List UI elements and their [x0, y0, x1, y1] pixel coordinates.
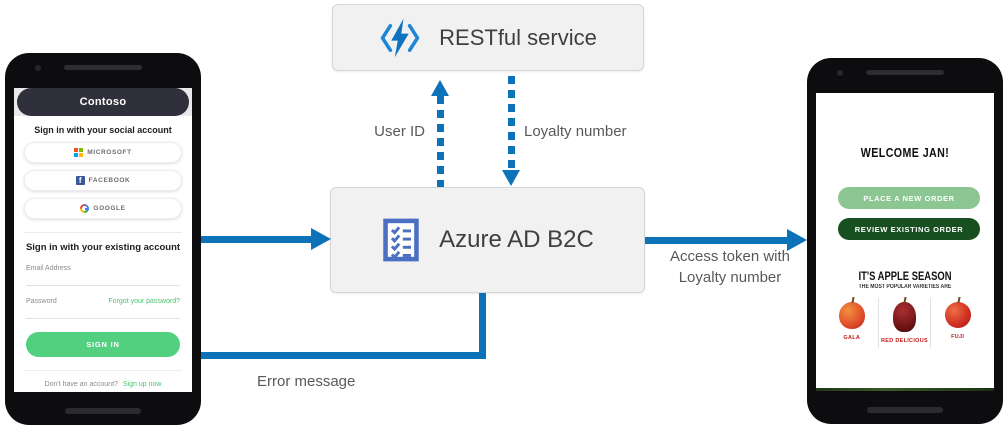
divider — [24, 232, 182, 233]
left-phone: Contoso Sign in with your social account… — [5, 53, 201, 425]
speaker-slot — [64, 65, 142, 70]
signin-screen: Contoso Sign in with your social account… — [14, 88, 192, 392]
welcome-heading: WELCOME JAN! — [860, 145, 950, 160]
apple-season-subheading: THE MOST POPULAR VARIETIES ARE — [858, 284, 952, 290]
facebook-button-label: FACEBOOK — [88, 177, 131, 184]
signup-text: Don't have an account? — [44, 381, 118, 388]
divider — [24, 370, 182, 371]
facebook-icon: f — [75, 176, 85, 185]
azure-ad-b2c-label: Azure AD B2C — [439, 226, 594, 253]
access-token-label: Access token with Loyalty number — [669, 248, 791, 286]
email-field[interactable]: Email Address — [26, 265, 180, 286]
red-delicious-apple-image — [892, 302, 916, 332]
microsoft-icon — [74, 148, 84, 157]
review-existing-order-button[interactable]: REVIEW EXISTING ORDER — [838, 218, 980, 240]
camera-dot-icon — [35, 65, 41, 71]
forgot-password-link[interactable]: Forgot your password? — [108, 298, 180, 305]
user-id-label: User ID — [374, 123, 425, 140]
restful-service-box: RESTful service — [332, 4, 644, 71]
azure-ad-b2c-box: Azure AD B2C — [330, 187, 645, 293]
email-underline — [26, 285, 180, 286]
loyalty-number-label: Loyalty number — [524, 123, 627, 140]
contoso-header: Contoso — [17, 88, 189, 116]
microsoft-button-label: MICROSOFT — [87, 149, 132, 156]
password-label: Password — [26, 298, 57, 305]
social-signin-heading: Sign in with your social account — [34, 125, 172, 135]
signin-header-strip: Contoso — [14, 88, 192, 116]
google-button-label: GOOGLE — [93, 205, 126, 212]
password-underline — [26, 318, 180, 319]
microsoft-signin-button[interactable]: MICROSOFT — [24, 142, 182, 163]
signup-link[interactable]: Sign up now — [122, 381, 162, 388]
password-field[interactable]: Password Forgot your password? — [26, 298, 180, 319]
bottom-image-strip — [816, 388, 994, 391]
gala-apple-image — [838, 302, 865, 329]
existing-account-heading: Sign in with your existing account — [25, 242, 181, 253]
home-slot — [867, 407, 943, 413]
checklist-icon — [383, 218, 419, 262]
facebook-signin-button[interactable]: f FACEBOOK — [24, 170, 182, 191]
apple-season-heading: IT'S APPLE SEASON — [858, 271, 952, 283]
apple-variety-fuji: FUJI — [931, 298, 984, 348]
restful-service-label: RESTful service — [439, 24, 597, 50]
home-slot — [65, 408, 141, 414]
right-phone: WELCOME JAN! PLACE A NEW ORDER REVIEW EX… — [807, 58, 1003, 424]
fuji-label: FUJI — [951, 334, 965, 340]
api-lightning-icon — [380, 18, 420, 57]
fuji-apple-image — [944, 302, 971, 328]
apple-varieties-row: GALA RED DELICIOUS FUJI — [826, 298, 984, 348]
welcome-screen: WELCOME JAN! PLACE A NEW ORDER REVIEW EX… — [816, 93, 994, 391]
error-message-label: Error message — [257, 373, 356, 390]
camera-dot-icon — [837, 70, 843, 76]
sign-in-button[interactable]: SIGN IN — [26, 332, 180, 357]
speaker-slot — [866, 70, 944, 75]
signup-row: Don't have an account? Sign up now — [14, 381, 192, 388]
gala-label: GALA — [843, 335, 861, 341]
apple-variety-gala: GALA — [826, 298, 879, 348]
google-icon — [80, 204, 90, 213]
apple-variety-red-delicious: RED DELICIOUS — [879, 298, 932, 348]
google-signin-button[interactable]: GOOGLE — [24, 198, 182, 219]
email-label: Email Address — [26, 265, 71, 272]
red-delicious-label: RED DELICIOUS — [880, 338, 928, 344]
place-new-order-button[interactable]: PLACE A NEW ORDER — [838, 187, 980, 209]
